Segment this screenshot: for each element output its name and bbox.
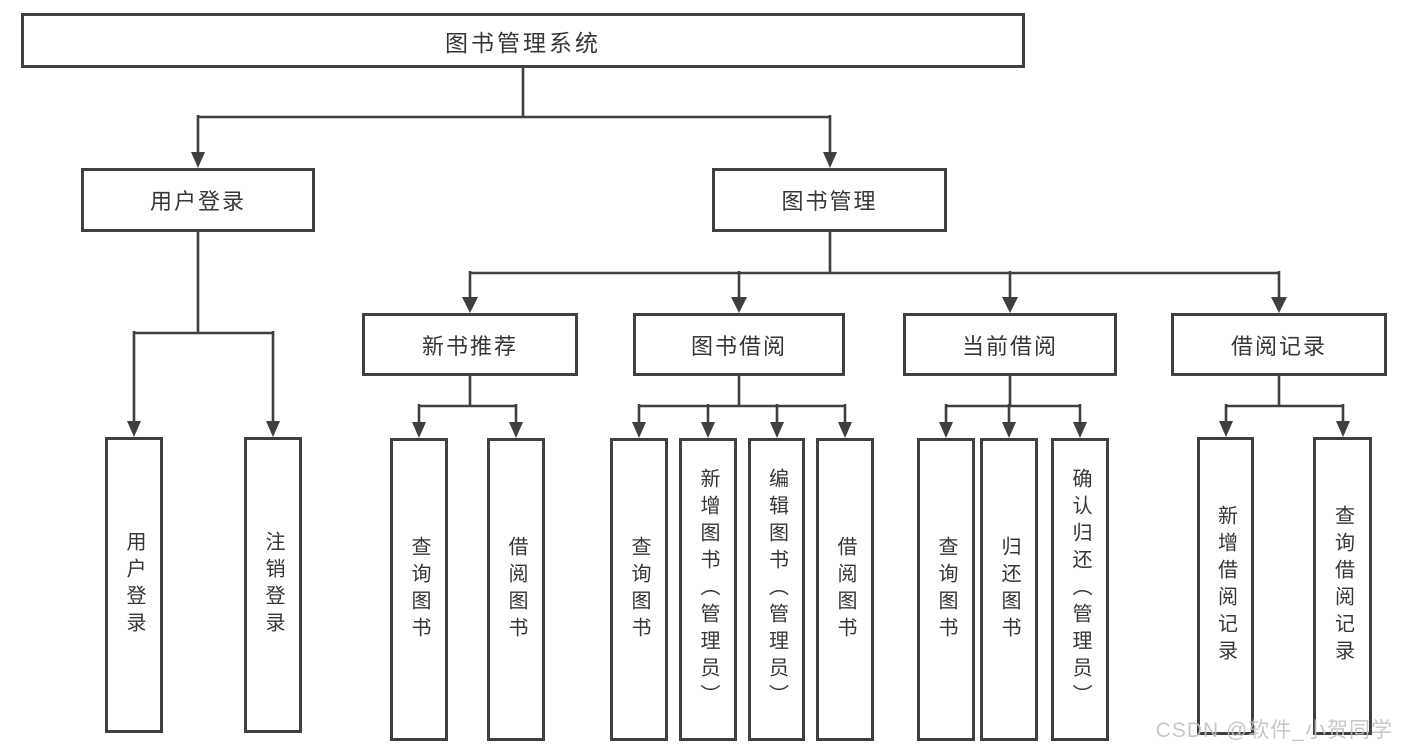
arrowhead [701,422,715,438]
arrowhead [1002,422,1016,438]
node-book-borrowing: 图书借阅 [633,313,845,376]
node-library-system: 图书管理系统 [21,13,1025,68]
node-label: 借阅图书 [505,535,527,644]
node-label: 归还图书 [998,535,1020,644]
node-label: 图书借阅 [690,333,787,359]
leaf-edit-books-admin: 编辑图书（管理员） [748,438,805,741]
arrowhead [939,422,953,438]
leaf-query-books-current: 查询图书 [917,438,975,741]
node-label: 图书管理 [781,189,878,214]
leaf-query-borrow-record: 查询借阅记录 [1313,437,1372,735]
node-label: 编辑图书（管理员） [765,468,788,711]
node-label: 用户登录 [149,189,246,214]
node-label: 新增借阅记录 [1214,505,1237,667]
arrowhead [838,422,852,438]
node-label: 确认归还（管理员） [1069,468,1091,711]
arrowhead [462,297,478,313]
arrowhead [509,422,523,438]
arrowhead [1002,297,1018,313]
node-label: 注销登录 [262,531,284,639]
arrowhead [1271,297,1287,313]
leaf-borrow-books-recommend: 借阅图书 [487,438,545,741]
arrowhead [266,421,280,437]
arrowhead [191,152,205,168]
arrowhead [632,422,646,438]
node-label: 新增图书（管理员） [697,468,719,711]
node-label: 用户登录 [123,531,145,639]
leaf-user-login: 用户登录 [105,437,163,733]
leaf-logout: 注销登录 [244,437,302,733]
arrowhead [1336,421,1350,437]
leaf-query-books-recommend: 查询图书 [390,438,448,741]
arrowhead [412,422,426,438]
leaf-query-books-borrowing: 查询图书 [610,438,668,741]
arrowhead [1219,421,1233,437]
node-label: 查询借阅记录 [1331,505,1354,667]
arrowhead [127,421,141,437]
leaf-return-books: 归还图书 [980,438,1038,741]
node-current-borrowing: 当前借阅 [903,313,1117,376]
node-new-book-recommend: 新书推荐 [362,313,578,376]
leaf-confirm-return-admin: 确认归还（管理员） [1051,438,1109,741]
node-book-management: 图书管理 [712,168,947,232]
node-user-login: 用户登录 [81,168,315,232]
node-label: 借阅图书 [834,535,856,644]
node-label: 查询图书 [408,535,430,644]
arrowhead [770,422,784,438]
arrowhead [823,152,837,168]
node-label: 查询图书 [628,535,650,644]
node-label: 查询图书 [935,535,957,644]
leaf-add-borrow-record: 新增借阅记录 [1197,437,1254,735]
node-label: 借阅记录 [1230,333,1327,359]
leaf-add-books-admin: 新增图书（管理员） [679,438,737,741]
arrowhead [1073,422,1087,438]
node-label: 当前借阅 [961,333,1058,359]
node-borrowing-records: 借阅记录 [1171,313,1387,376]
node-label: 图书管理系统 [445,29,601,56]
node-label: 新书推荐 [421,333,518,359]
watermark: CSDN @软件_小贺同学 [1155,719,1393,742]
arrowhead [731,297,747,313]
leaf-borrow-books: 借阅图书 [816,438,874,741]
